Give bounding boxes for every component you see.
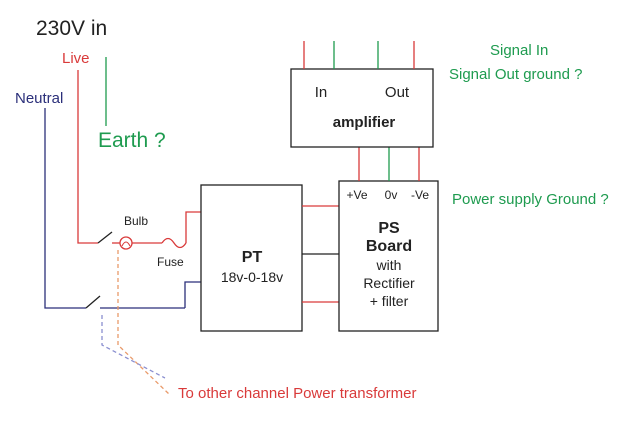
- ps-title-2: Board: [366, 238, 412, 255]
- live-label: Live: [62, 50, 90, 67]
- ps-board-box: [338, 180, 439, 332]
- ps-line-2: Rectifier: [363, 275, 415, 291]
- bulb-label: Bulb: [124, 214, 148, 228]
- amplifier-in-label: In: [315, 84, 328, 101]
- ps-pos-terminal: +Ve: [346, 188, 367, 202]
- fuse-label: Fuse: [157, 255, 184, 269]
- fuse-icon: [161, 237, 187, 249]
- signal-out-ground-label: Signal Out ground ?: [449, 66, 582, 83]
- live-to-pt-lead: [185, 211, 201, 243]
- neutral-to-pt-lead: [184, 281, 201, 308]
- amplifier-box: [290, 68, 434, 148]
- other-channel-live-dashed: [117, 250, 171, 396]
- amplifier-title: amplifier: [333, 114, 396, 131]
- earth-label: Earth ?: [98, 129, 166, 152]
- ps-line-3: + filter: [370, 293, 409, 309]
- signal-in-label: Signal In: [490, 42, 548, 59]
- pt-title: PT: [242, 249, 263, 266]
- live-wire: [77, 70, 98, 244]
- ps-line-1: with: [376, 257, 402, 273]
- power-transformer-box: [200, 184, 303, 332]
- other-channel-neutral-dashed: [101, 315, 166, 379]
- neutral-switch: [85, 295, 101, 309]
- amplifier-out-label: Out: [385, 84, 410, 101]
- neutral-wire: [44, 108, 86, 309]
- live-switch: [97, 231, 113, 244]
- ps-neg-terminal: -Ve: [411, 188, 429, 202]
- ps-title-1: PS: [378, 220, 400, 237]
- power-supply-ground-label: Power supply Ground ?: [452, 191, 609, 208]
- neutral-label: Neutral: [15, 90, 63, 107]
- ps-zero-terminal: 0v: [385, 188, 398, 202]
- pt-rating: 18v-0-18v: [221, 269, 283, 285]
- other-channel-label: To other channel Power transformer: [178, 385, 416, 402]
- mains-input-label: 230V in: [36, 17, 107, 40]
- bulb-icon: [119, 236, 133, 250]
- bulb-filament-icon: [121, 241, 131, 247]
